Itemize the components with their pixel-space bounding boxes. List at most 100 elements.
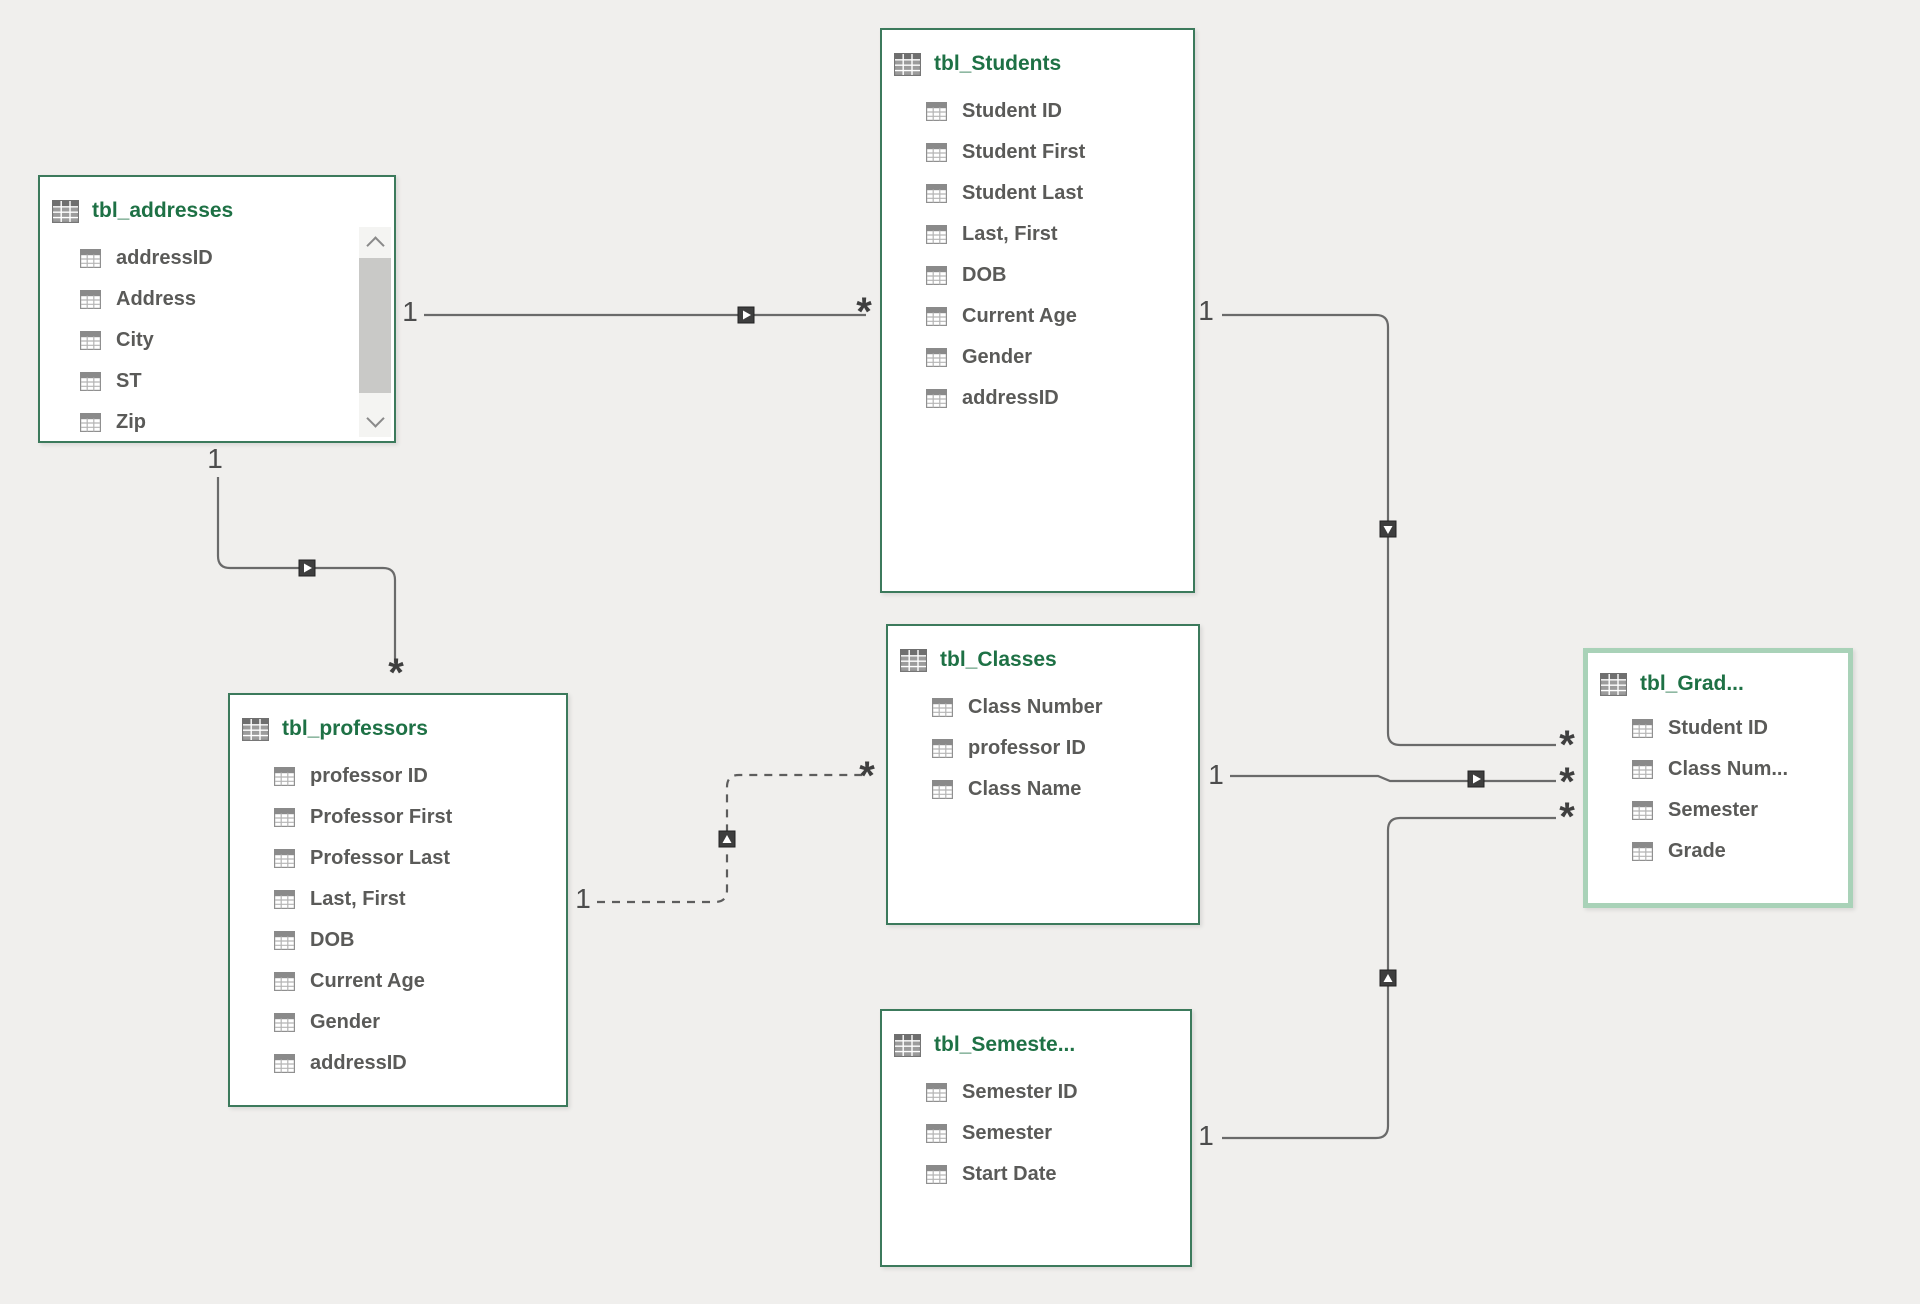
- table-tbl-classes[interactable]: tbl_Classes Class Number: [886, 624, 1200, 925]
- field-table-icon: [932, 739, 953, 758]
- table-field-row[interactable]: Grade: [1632, 831, 1848, 872]
- field-name: Address: [116, 288, 197, 310]
- table-field-row[interactable]: Class Num...: [1632, 749, 1848, 790]
- field-table-icon: [274, 972, 295, 991]
- relationship-line-professors-classes[interactable]: [597, 773, 864, 904]
- table-field-row[interactable]: Class Name: [932, 769, 1198, 810]
- table-field-row[interactable]: Student First: [926, 132, 1193, 173]
- table-tbl-professors[interactable]: tbl_professors professor ID: [228, 693, 568, 1107]
- field-name: professor ID: [310, 765, 428, 787]
- table-field-row[interactable]: Last, First: [926, 214, 1193, 255]
- table-field-row[interactable]: Gender: [926, 337, 1193, 378]
- scrollbar-down-button[interactable]: [359, 406, 391, 437]
- table-field-row[interactable]: ST: [80, 361, 394, 402]
- table-name: tbl_professors: [282, 717, 428, 740]
- field-name: Student First: [962, 141, 1086, 163]
- field-name: DOB: [962, 264, 1007, 286]
- table-field-row[interactable]: Current Age: [274, 961, 566, 1002]
- table-field-row[interactable]: Student ID: [926, 91, 1193, 132]
- field-table-icon: [932, 780, 953, 799]
- cardinality-one: 1: [575, 883, 591, 914]
- field-name: addressID: [116, 247, 213, 269]
- field-table-icon: [80, 290, 101, 309]
- field-table-icon: [80, 331, 101, 350]
- scrollbar-thumb[interactable]: [359, 258, 391, 393]
- field-table-icon: [926, 1124, 947, 1143]
- field-name: Semester: [962, 1122, 1053, 1144]
- field-name: Current Age: [962, 305, 1077, 327]
- cardinality-many: *: [1559, 795, 1575, 839]
- field-name: Class Name: [968, 778, 1082, 800]
- table-field-row[interactable]: Gender: [274, 1002, 566, 1043]
- table-field-row[interactable]: City: [80, 320, 394, 361]
- table-field-row[interactable]: Address: [80, 279, 394, 320]
- filter-direction-arrow: [298, 559, 316, 577]
- table-tbl-semesters[interactable]: tbl_Semeste... Semester ID: [880, 1009, 1192, 1267]
- table-field-row[interactable]: professor ID: [274, 756, 566, 797]
- chevron-down-icon: [365, 409, 385, 428]
- relationship-line-classes-grades[interactable]: [1230, 774, 1556, 783]
- table-scrollbar[interactable]: [359, 227, 391, 437]
- field-table-icon: [1632, 801, 1653, 820]
- table-field-row[interactable]: Zip: [80, 402, 394, 443]
- field-name: addressID: [310, 1052, 407, 1074]
- field-name: Class Number: [968, 696, 1103, 718]
- table-field-row[interactable]: addressID: [80, 238, 394, 279]
- table-field-row[interactable]: Last, First: [274, 879, 566, 920]
- table-name: tbl_Semeste...: [934, 1033, 1076, 1056]
- filter-direction-arrow: [1379, 969, 1397, 987]
- field-table-icon: [274, 890, 295, 909]
- field-table-icon: [926, 143, 947, 162]
- table-field-row[interactable]: Class Number: [932, 687, 1198, 728]
- field-table-icon: [274, 1013, 295, 1032]
- table-icon: [52, 199, 79, 223]
- filter-direction-arrow: [1379, 520, 1397, 538]
- table-field-row[interactable]: Semester: [926, 1113, 1190, 1154]
- table-field-row[interactable]: Start Date: [926, 1154, 1190, 1195]
- table-field-row[interactable]: Student Last: [926, 173, 1193, 214]
- table-field-row[interactable]: Current Age: [926, 296, 1193, 337]
- table-field-row[interactable]: Student ID: [1632, 708, 1848, 749]
- table-field-row[interactable]: DOB: [926, 255, 1193, 296]
- scrollbar-up-button[interactable]: [359, 227, 391, 258]
- field-table-icon: [80, 249, 101, 268]
- table-field-row[interactable]: addressID: [274, 1043, 566, 1084]
- field-name: Student ID: [962, 100, 1062, 122]
- cardinality-one: 1: [1208, 759, 1224, 790]
- table-field-row[interactable]: addressID: [926, 378, 1193, 419]
- field-table-icon: [1632, 760, 1653, 779]
- cardinality-one: 1: [1198, 295, 1214, 326]
- field-table-icon: [274, 849, 295, 868]
- table-field-row[interactable]: Professor Last: [274, 838, 566, 879]
- table-header: tbl_Classes: [888, 626, 1198, 678]
- field-table-icon: [926, 225, 947, 244]
- field-table-icon: [926, 307, 947, 326]
- cardinality-many: *: [388, 651, 404, 695]
- table-tbl-grades[interactable]: tbl_Grad... Student ID: [1583, 648, 1853, 908]
- filter-direction-arrow: [737, 306, 755, 324]
- table-field-row[interactable]: professor ID: [932, 728, 1198, 769]
- field-name: Zip: [116, 411, 146, 433]
- table-field-row[interactable]: DOB: [274, 920, 566, 961]
- field-name: ST: [116, 370, 142, 392]
- field-name: City: [116, 329, 154, 351]
- field-table-icon: [926, 1165, 947, 1184]
- field-name: Grade: [1668, 840, 1726, 862]
- field-table-icon: [274, 1054, 295, 1073]
- table-field-row[interactable]: Professor First: [274, 797, 566, 838]
- field-name: addressID: [962, 387, 1059, 409]
- field-name: Student Last: [962, 182, 1084, 204]
- table-field-row[interactable]: Semester ID: [926, 1072, 1190, 1113]
- table-header: tbl_Semeste...: [882, 1011, 1190, 1063]
- table-field-row[interactable]: Semester: [1632, 790, 1848, 831]
- table-name: tbl_Students: [934, 52, 1062, 75]
- field-table-icon: [80, 413, 101, 432]
- field-table-icon: [926, 184, 947, 203]
- table-icon: [894, 1033, 921, 1057]
- cardinality-many: *: [1559, 723, 1575, 767]
- table-icon: [900, 648, 927, 672]
- table-tbl-students[interactable]: tbl_Students Student ID: [880, 28, 1195, 593]
- table-tbl-addresses[interactable]: tbl_addresses addressID: [38, 175, 396, 443]
